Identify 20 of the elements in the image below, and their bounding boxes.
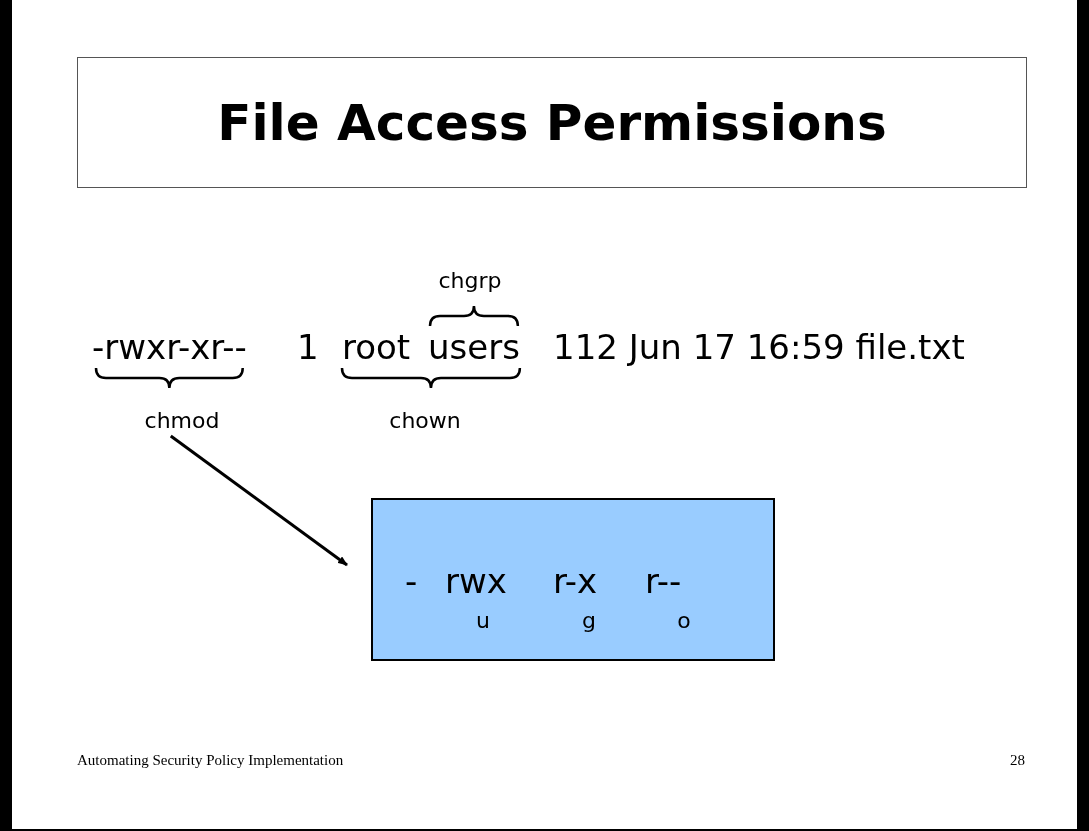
link-count: 1 — [297, 330, 319, 364]
permission-triplet: r-- — [645, 564, 682, 598]
class-letter: g — [582, 610, 596, 632]
group-name: users — [428, 330, 520, 364]
permission-box — [371, 498, 775, 661]
arrow — [169, 434, 348, 567]
class-letter: u — [476, 610, 490, 632]
page-number: 28 — [1010, 753, 1025, 768]
file-type-char: - — [405, 564, 418, 598]
command-label: chown — [389, 410, 461, 432]
permission-triplet: rwx — [445, 564, 507, 598]
permission-string: -rwxr-xr-- — [92, 330, 247, 364]
owner-name: root — [342, 330, 411, 364]
slide-title: File Access Permissions — [217, 93, 887, 152]
file-details: 112 Jun 17 16:59 file.txt — [553, 330, 965, 364]
command-label: chgrp — [438, 270, 502, 292]
class-letter: o — [677, 610, 691, 632]
permission-triplet: r-x — [553, 564, 598, 598]
footer-text: Automating Security Policy Implementation — [77, 753, 344, 768]
command-label: chmod — [144, 410, 220, 432]
